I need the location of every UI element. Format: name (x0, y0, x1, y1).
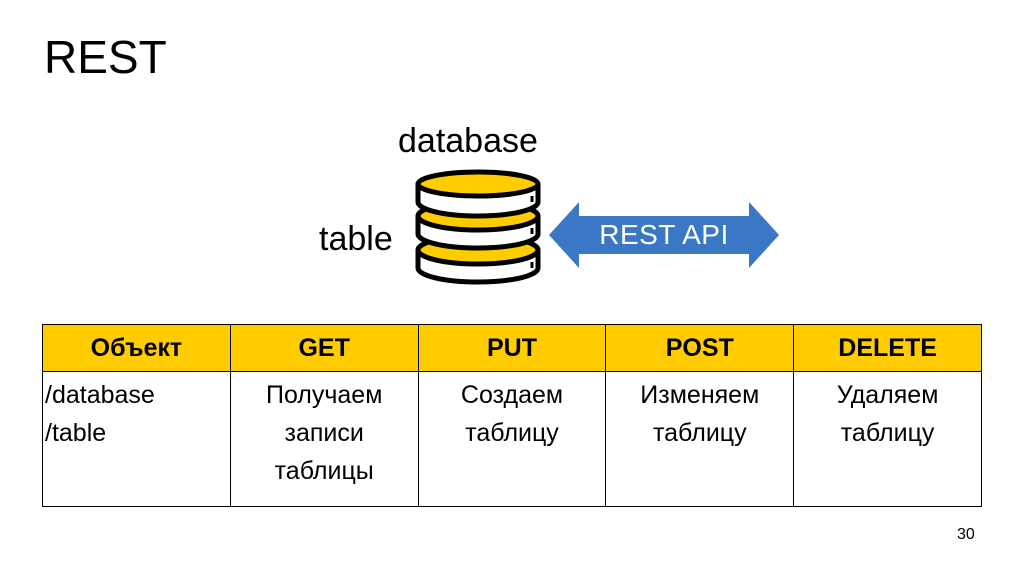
cell-put: Создаем таблицу (417, 371, 607, 507)
header-delete: DELETE (793, 324, 982, 372)
cell-post: Изменяем таблицу (605, 371, 795, 507)
slide-title: REST (44, 31, 167, 83)
rest-methods-table: Объект GET PUT POST DELETE /database /ta… (42, 324, 982, 507)
header-put: PUT (417, 324, 607, 372)
rest-api-label: REST API (599, 219, 729, 250)
page-number: 30 (957, 526, 975, 543)
database-disk-top (415, 169, 541, 219)
cell-object: /database /table (42, 371, 231, 507)
table-label: table (319, 220, 393, 258)
cell-delete: Удаляем таблицу (793, 371, 982, 507)
database-stack-icon (415, 169, 541, 285)
database-label: database (398, 122, 538, 160)
cell-get: Получаем записи таблицы (229, 371, 419, 507)
table-header-row: Объект GET PUT POST DELETE (42, 324, 982, 372)
double-arrow-icon (549, 202, 779, 268)
header-get: GET (229, 324, 419, 372)
header-post: POST (605, 324, 795, 372)
table-row: /database /table Получаем записи таблицы… (42, 371, 982, 507)
header-object: Объект (42, 324, 231, 372)
